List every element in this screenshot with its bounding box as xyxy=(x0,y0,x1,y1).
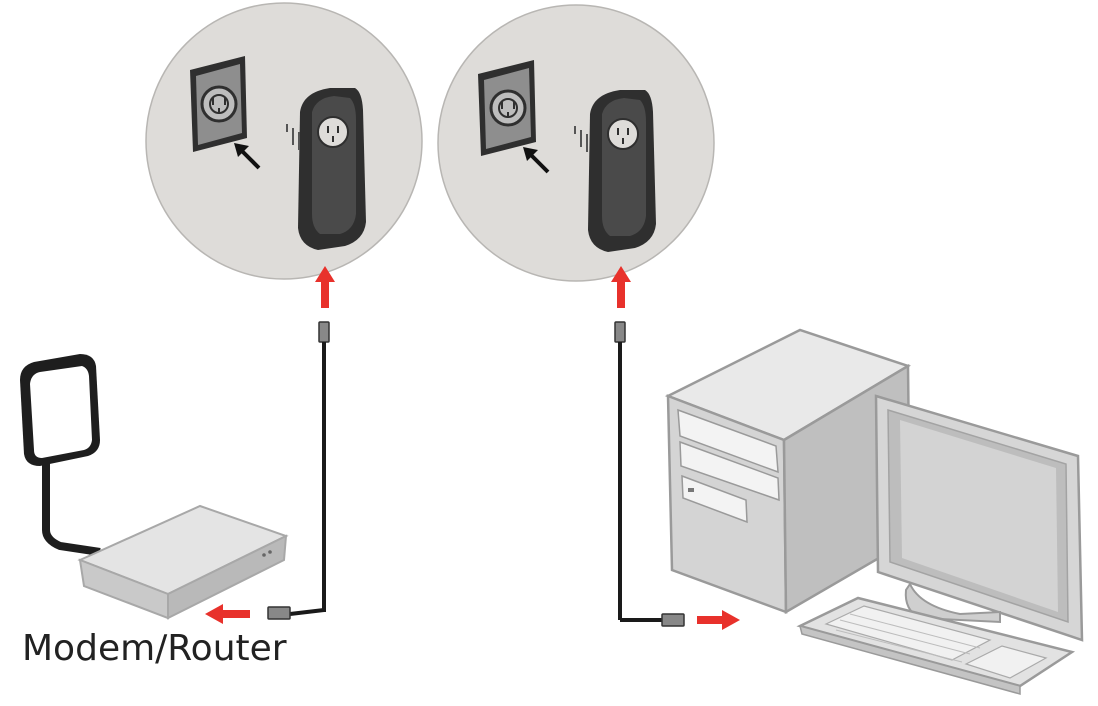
arrow-icon xyxy=(205,604,250,624)
powerline-adapter-icon xyxy=(574,90,656,252)
modem-router-label: Modem/Router xyxy=(22,628,287,669)
ethernet-cable-icon xyxy=(614,321,685,627)
monitor-icon xyxy=(874,394,1084,642)
plug-in-arrow-icon xyxy=(234,143,261,170)
plug-in-arrow-icon xyxy=(523,147,550,174)
socket-circle-left xyxy=(145,2,423,280)
wall-socket-icon xyxy=(190,56,247,152)
modem-router-icon xyxy=(77,504,289,620)
keyboard-icon xyxy=(796,596,1076,695)
computer-tower-icon xyxy=(664,328,912,615)
arrow-icon xyxy=(611,266,631,308)
wall-socket-icon xyxy=(478,60,536,156)
socket-circle-right xyxy=(437,4,715,282)
arrow-icon xyxy=(315,266,335,308)
powerline-adapter-icon xyxy=(286,88,366,250)
arrow-icon xyxy=(697,610,740,630)
power-adapter-icon xyxy=(20,354,101,556)
ethernet-cable-icon xyxy=(267,321,330,620)
